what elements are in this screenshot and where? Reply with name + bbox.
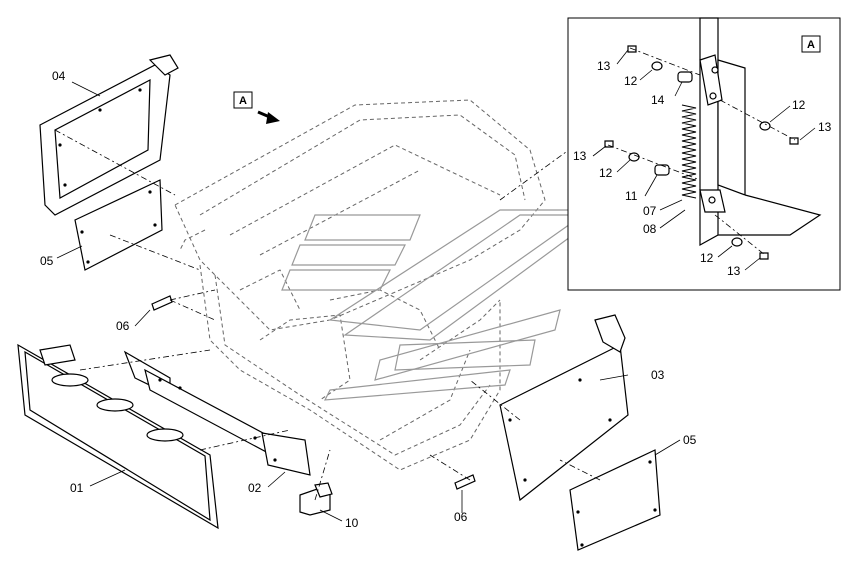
- spring-08: [681, 104, 697, 199]
- part-03-panel: [499, 314, 629, 502]
- detail-box-label: A: [807, 39, 815, 51]
- detail-callout-14: 14: [651, 93, 665, 107]
- callout-05-right: 05: [683, 433, 697, 447]
- detail-callout-11: 11: [625, 189, 638, 203]
- callout-01: 01: [70, 481, 84, 495]
- part-04-frame: [39, 54, 179, 216]
- part-10-box: [299, 482, 333, 516]
- callout-03: 03: [651, 368, 665, 382]
- detail-callout-12-d: 12: [700, 251, 714, 265]
- callout-05-left: 05: [40, 254, 54, 268]
- part-01-panel: [17, 343, 219, 530]
- detail-callout-13-b: 13: [818, 120, 832, 134]
- part-02-strip: [123, 350, 311, 476]
- part-06-latch-left: [151, 295, 173, 311]
- view-marker: A: [233, 91, 280, 124]
- watermark-logo: [281, 209, 602, 401]
- detail-callout-12-c: 12: [599, 166, 613, 180]
- part-05-left-panel: [74, 179, 163, 271]
- detail-callout-12-a: 12: [624, 74, 638, 88]
- callout-labels: 04 05 06 01 02 10 06 03 05 13 12 14 12 1…: [40, 59, 832, 530]
- leader-lines: [56, 49, 816, 522]
- detail-callout-07: 07: [643, 204, 657, 218]
- view-marker-label: A: [239, 95, 247, 107]
- callout-06-bottom: 06: [454, 510, 468, 524]
- detail-box-a: A: [567, 17, 841, 291]
- callout-02: 02: [248, 481, 262, 495]
- detail-callout-12-b: 12: [792, 98, 806, 112]
- detail-callout-13-d: 13: [727, 264, 741, 278]
- detail-callout-13-c: 13: [573, 149, 587, 163]
- detail-callout-13-a: 13: [597, 59, 611, 73]
- callout-10: 10: [345, 516, 359, 530]
- part-05-right-panel: [569, 449, 661, 551]
- callout-06-left: 06: [116, 319, 130, 333]
- detail-callout-08: 08: [643, 222, 657, 236]
- cab-body: [174, 99, 546, 471]
- callout-04: 04: [52, 69, 66, 83]
